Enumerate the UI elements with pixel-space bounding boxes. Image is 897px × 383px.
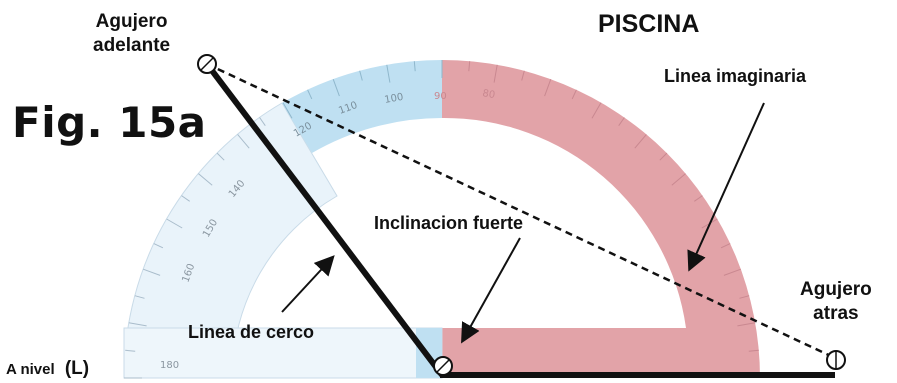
front-hole-label: Agujero adelante (93, 10, 170, 58)
protractor-tick (634, 134, 647, 149)
rear-hole-label-line2: atras (813, 303, 859, 324)
scale-label-100: 100 (384, 92, 405, 106)
protractor-tick (694, 195, 703, 202)
protractor-tick (493, 64, 498, 83)
front-hole-label-line1: Agujero (95, 11, 168, 32)
front-hole-label-line2: adelante (93, 35, 171, 56)
page-title: PISCINA (598, 10, 700, 38)
level-label-text: A nivel (6, 361, 55, 378)
rear-hole-label-line1: Agujero (800, 279, 872, 300)
protractor-tick (723, 268, 741, 276)
rear-hole-marker (826, 350, 846, 370)
level-label: A nivel (L) (6, 358, 89, 380)
protractor-left-pale-band (123, 102, 338, 379)
protractor-ticks (124, 60, 759, 379)
protractor-tick (720, 243, 731, 249)
scale-label-80: 80 (481, 88, 495, 101)
protractor-tick (259, 117, 266, 126)
protractor-tick (282, 102, 293, 119)
protractor-tick (618, 117, 625, 126)
protractor-tick (128, 322, 147, 327)
protractor-tick (216, 152, 225, 161)
protractor-tick (332, 79, 340, 97)
fence-line-arrow (281, 255, 335, 313)
protractor-tick (359, 70, 363, 81)
protractor-pink-band (442, 60, 760, 378)
protractor-tick (468, 61, 471, 72)
level-label-code: (L) (64, 358, 90, 379)
protractor-tick (413, 61, 416, 72)
front-hole-marker (197, 54, 217, 74)
imaginary-line-arrow (687, 102, 765, 272)
center-hole-marker (433, 356, 453, 376)
protractor-tick (748, 349, 759, 352)
protractor-tick (671, 173, 686, 186)
protractor-blue-band (282, 59, 442, 153)
protractor-tick (143, 268, 161, 276)
rear-hole-label: Agujero atras (800, 278, 872, 326)
imaginary-line-label: Linea imaginaria (664, 66, 807, 86)
protractor-tick (153, 243, 164, 249)
protractor-tick (571, 89, 577, 100)
protractor-tick (739, 295, 750, 299)
strong-incline-label: Inclinacion fuerte (374, 213, 524, 233)
protractor-tick (181, 195, 190, 202)
protractor-tick (521, 70, 525, 81)
scale-label-180: 180 (160, 360, 179, 371)
imaginary-line (206, 62, 836, 360)
strong-incline-arrow (461, 237, 521, 344)
protractor-tick (737, 322, 756, 327)
figure-label: Fig. 15a (12, 98, 207, 147)
fence-line-label: Linea de cerco (188, 322, 315, 342)
protractor-tick (125, 349, 136, 352)
protractor-tick (307, 89, 313, 100)
scale-label-90: 90 (434, 91, 447, 102)
protractor-tick (166, 218, 183, 229)
protractor-tick (659, 152, 668, 161)
protractor-tick (198, 173, 213, 186)
protractor-tick (386, 64, 391, 83)
fence-line (204, 62, 445, 377)
protractor-tick (544, 79, 552, 97)
protractor-tick (237, 134, 250, 149)
protractor-tick (591, 102, 602, 119)
protractor-tick (134, 295, 145, 299)
